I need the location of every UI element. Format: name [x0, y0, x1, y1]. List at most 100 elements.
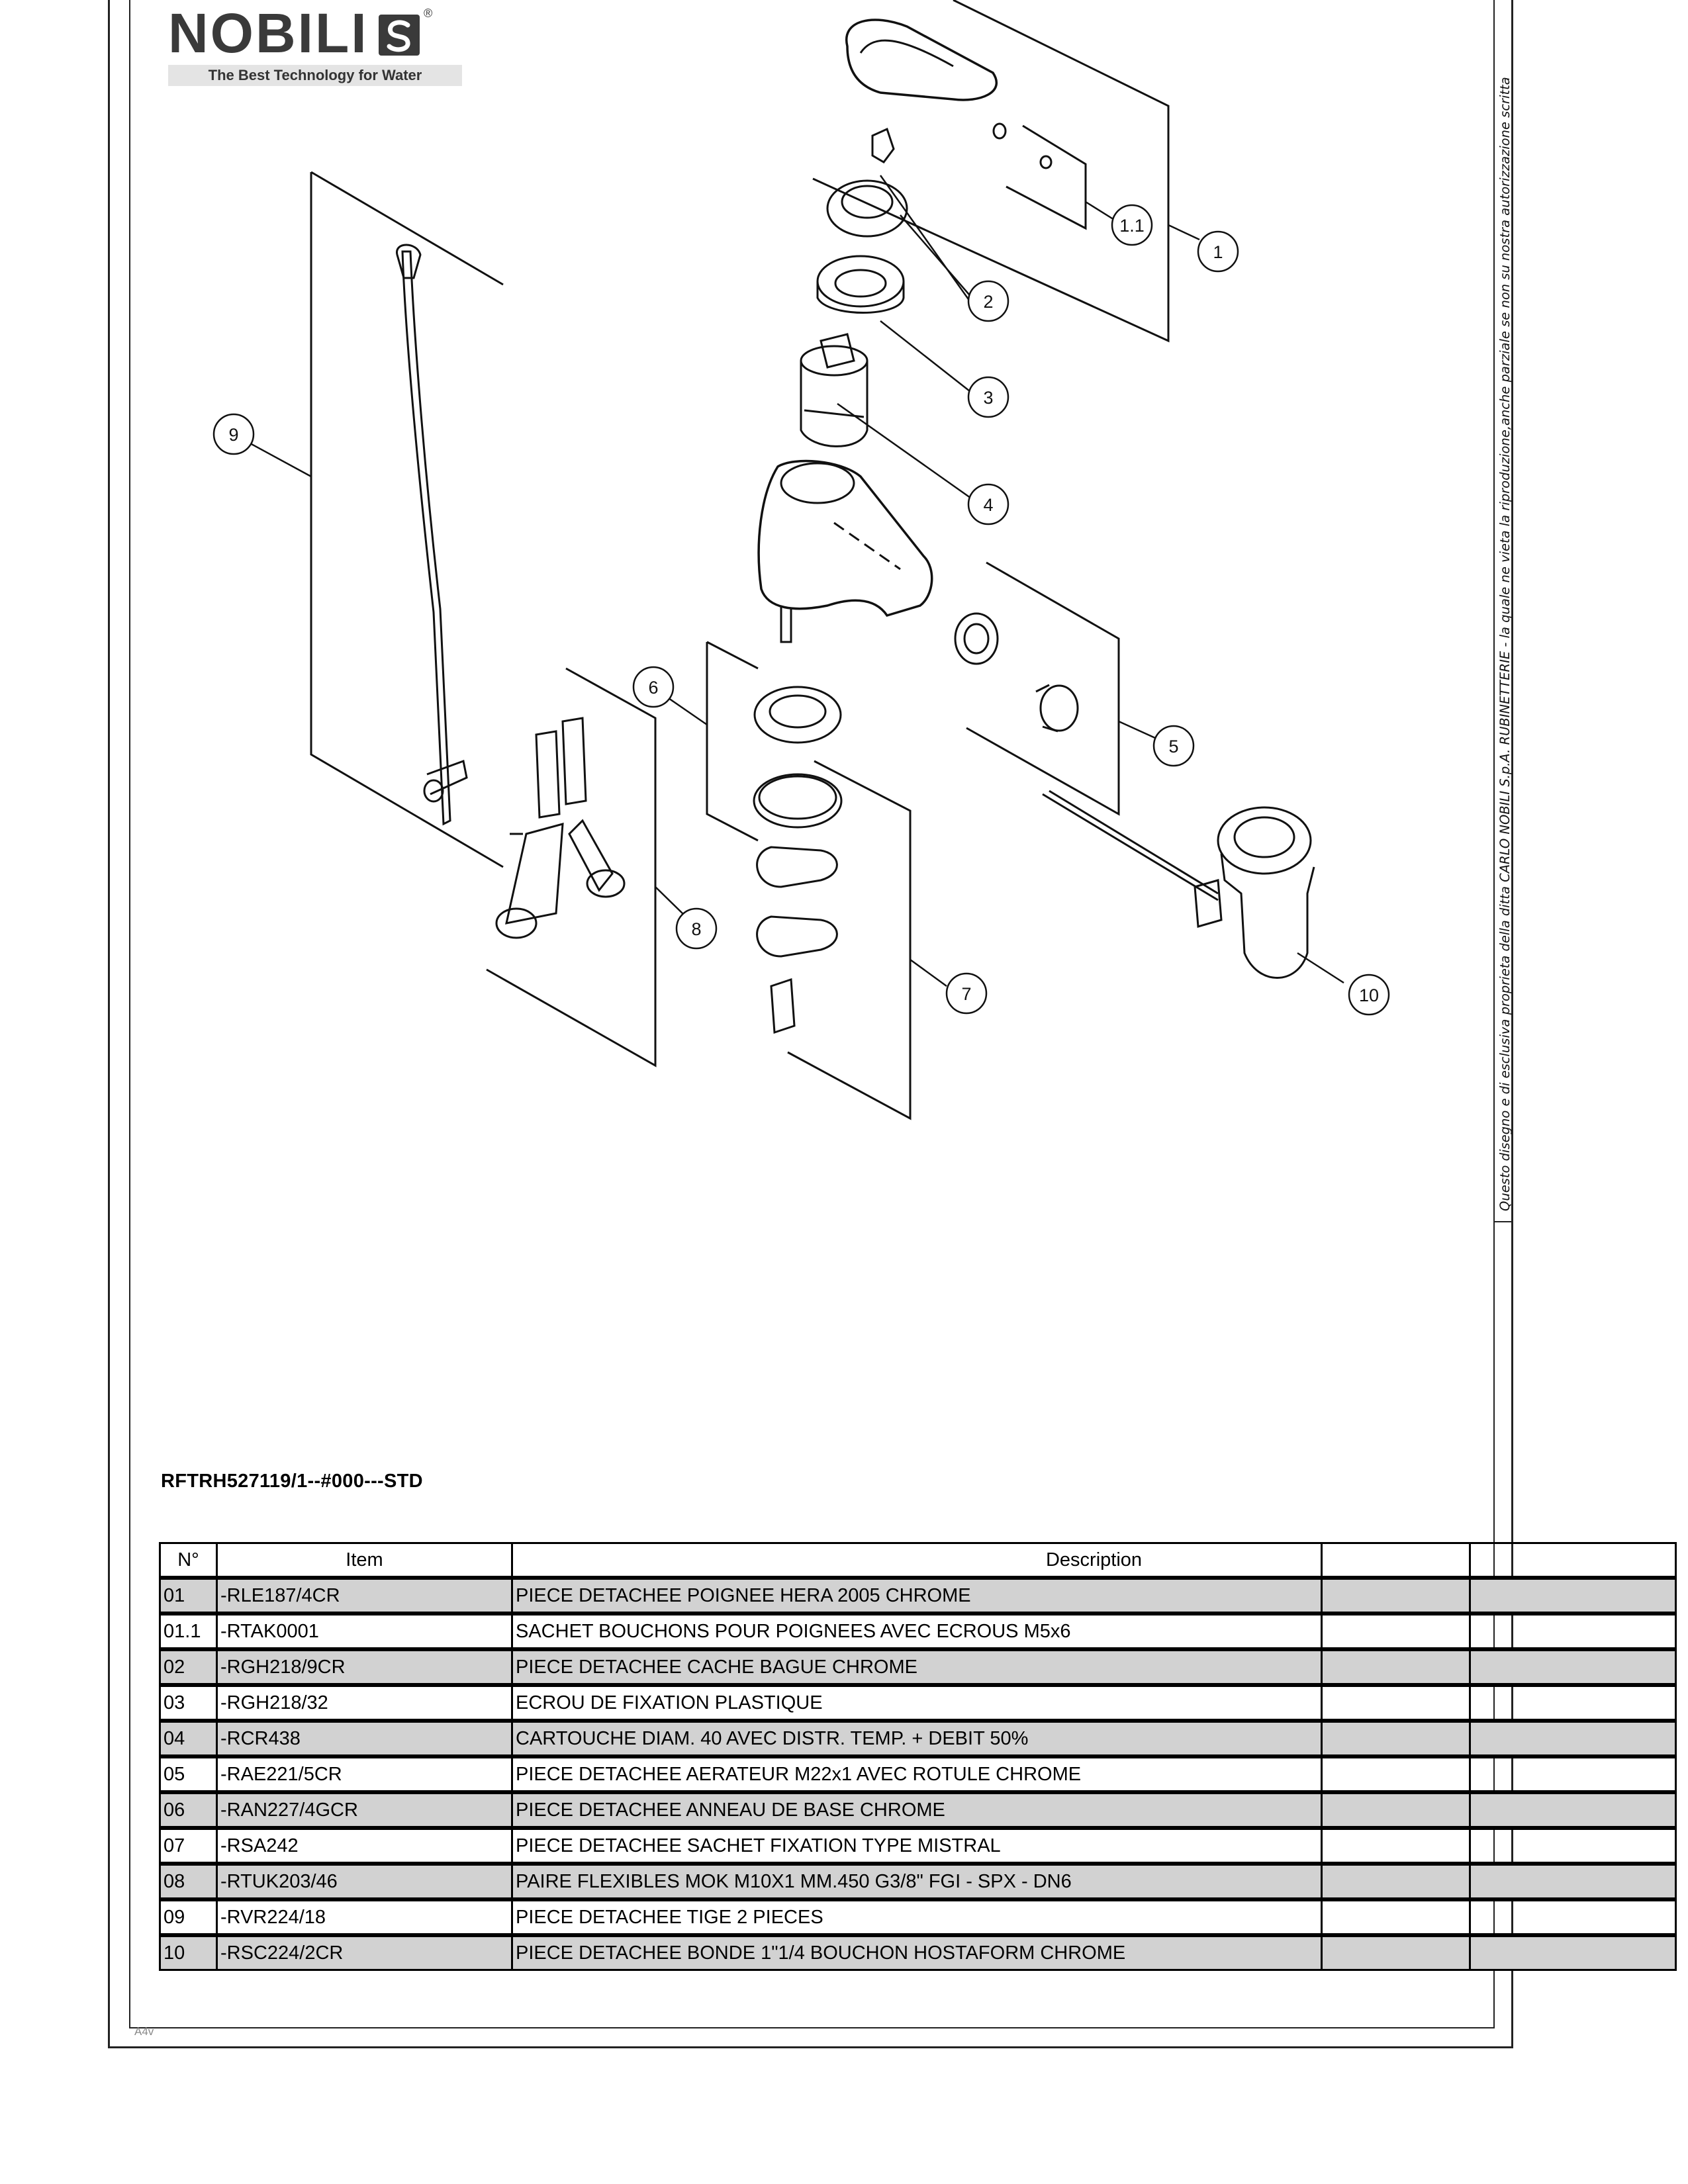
row-description: PIECE DETACHEE POIGNEE HERA 2005 CHROME: [511, 1578, 1677, 1614]
row-item-code: -RVR224/18: [216, 1899, 513, 1935]
row-number: 08: [159, 1864, 218, 1899]
row-description: PIECE DETACHEE ANNEAU DE BASE CHROME: [511, 1792, 1677, 1828]
exploded-view-drawing: 1 1.1 2 3 4 5 6 7 8 9 10: [212, 0, 1390, 1120]
row-description: PIECE DETACHEE TIGE 2 PIECES: [511, 1899, 1677, 1935]
row-extra: [1321, 1614, 1471, 1649]
callout-10: 10: [1348, 974, 1390, 1016]
row-item-code: -RTUK203/46: [216, 1864, 513, 1899]
row-number: 04: [159, 1721, 218, 1756]
row-item-code: -RCR438: [216, 1721, 513, 1756]
tap-body: [757, 459, 933, 643]
callout-1-1: 1.1: [1111, 204, 1153, 246]
row-description: PAIRE FLEXIBLES MOK M10X1 MM.450 G3/8" F…: [511, 1864, 1677, 1899]
row-number: 06: [159, 1792, 218, 1828]
row-extra: [1321, 1685, 1471, 1721]
row-extra: [1321, 1578, 1471, 1614]
row-number: 03: [159, 1685, 218, 1721]
part-1-1-plugs: [871, 122, 1087, 230]
callout-6: 6: [632, 666, 675, 708]
svg-text:1: 1: [1213, 242, 1223, 262]
row-extra: [1321, 1756, 1471, 1792]
sheet-size-label: A4v: [134, 2025, 154, 2038]
row-item-code: -RSC224/2CR: [216, 1935, 513, 1971]
row-description: PIECE DETACHEE AERATEUR M22x1 AVEC ROTUL…: [511, 1756, 1677, 1792]
row-number: 01: [159, 1578, 218, 1614]
svg-text:7: 7: [961, 984, 971, 1004]
row-description: PIECE DETACHEE CACHE BAGUE CHROME: [511, 1649, 1677, 1685]
row-item-code: -RGH218/32: [216, 1685, 513, 1721]
callout-3: 3: [967, 376, 1009, 418]
row-description: PIECE DETACHEE BONDE 1"1/4 BOUCHON HOSTA…: [511, 1935, 1677, 1971]
row-extra: [1321, 1792, 1471, 1828]
row-extra: [1321, 1935, 1471, 1971]
callout-7: 7: [945, 972, 988, 1015]
row-description: ECROU DE FIXATION PLASTIQUE: [511, 1685, 1677, 1721]
callout-1: 1: [1197, 230, 1239, 273]
part-10-waste: [1042, 790, 1315, 979]
part-1-handle: [812, 0, 1170, 343]
row-extra: [1321, 1721, 1471, 1756]
part-8-flexibles: [486, 667, 657, 1068]
svg-text:8: 8: [691, 919, 701, 939]
page-frame-outer: [108, 0, 1513, 2048]
svg-text:1.1: 1.1: [1119, 216, 1145, 236]
callout-2: 2: [967, 280, 1009, 322]
row-extra: [1321, 1828, 1471, 1864]
reference-code: RFTRH527119/1--#000---STD: [161, 1471, 423, 1492]
part-2-cover-ring: [826, 179, 908, 238]
svg-text:10: 10: [1359, 985, 1379, 1005]
row-item-code: -RAN227/4GCR: [216, 1792, 513, 1828]
row-number: 01.1: [159, 1614, 218, 1649]
row-extra: [1321, 1864, 1471, 1899]
logo-wordmark: NOBILI: [168, 2, 369, 64]
svg-text:6: 6: [648, 678, 658, 698]
svg-text:4: 4: [983, 495, 993, 515]
header-description: Description: [511, 1542, 1677, 1578]
logo-mark-icon: [379, 15, 420, 56]
part-4-cartridge: [800, 333, 868, 447]
callout-4: 4: [967, 483, 1009, 525]
table-header-row: N° Item Description: [159, 1542, 1677, 1578]
leader-lines: [250, 175, 1344, 987]
callout-5: 5: [1152, 725, 1195, 767]
row-description: PIECE DETACHEE SACHET FIXATION TYPE MIST…: [511, 1828, 1677, 1864]
row-number: 05: [159, 1756, 218, 1792]
row-number: 07: [159, 1828, 218, 1864]
row-description: SACHET BOUCHONS POUR POIGNEES AVEC ECROU…: [511, 1614, 1677, 1649]
logo-tagline: The Best Technology for Water: [168, 65, 462, 86]
title-strip-divider: [1495, 1221, 1513, 1222]
row-number: 09: [159, 1899, 218, 1935]
row-item-code: -RTAK0001: [216, 1614, 513, 1649]
part-6-7-fixings: [706, 641, 912, 1120]
header-item: Item: [216, 1542, 513, 1578]
row-item-code: -RLE187/4CR: [216, 1578, 513, 1614]
callout-9: 9: [212, 413, 255, 455]
row-item-code: -RGH218/9CR: [216, 1649, 513, 1685]
svg-text:3: 3: [983, 388, 993, 408]
row-number: 02: [159, 1649, 218, 1685]
company-logo: NOBILI ® The Best Technology for Water: [168, 5, 462, 86]
part-9-lift-rod: [310, 171, 504, 868]
row-extra: [1321, 1899, 1471, 1935]
callout-8: 8: [675, 907, 718, 950]
row-number: 10: [159, 1935, 218, 1971]
row-item-code: -RAE221/5CR: [216, 1756, 513, 1792]
row-extra: [1321, 1649, 1471, 1685]
part-3-fixing-nut: [816, 255, 905, 314]
svg-text:5: 5: [1168, 737, 1178, 756]
svg-text:9: 9: [228, 425, 238, 445]
part-5-aerator: [954, 561, 1120, 816]
page-frame-inner: [129, 0, 1495, 2028]
